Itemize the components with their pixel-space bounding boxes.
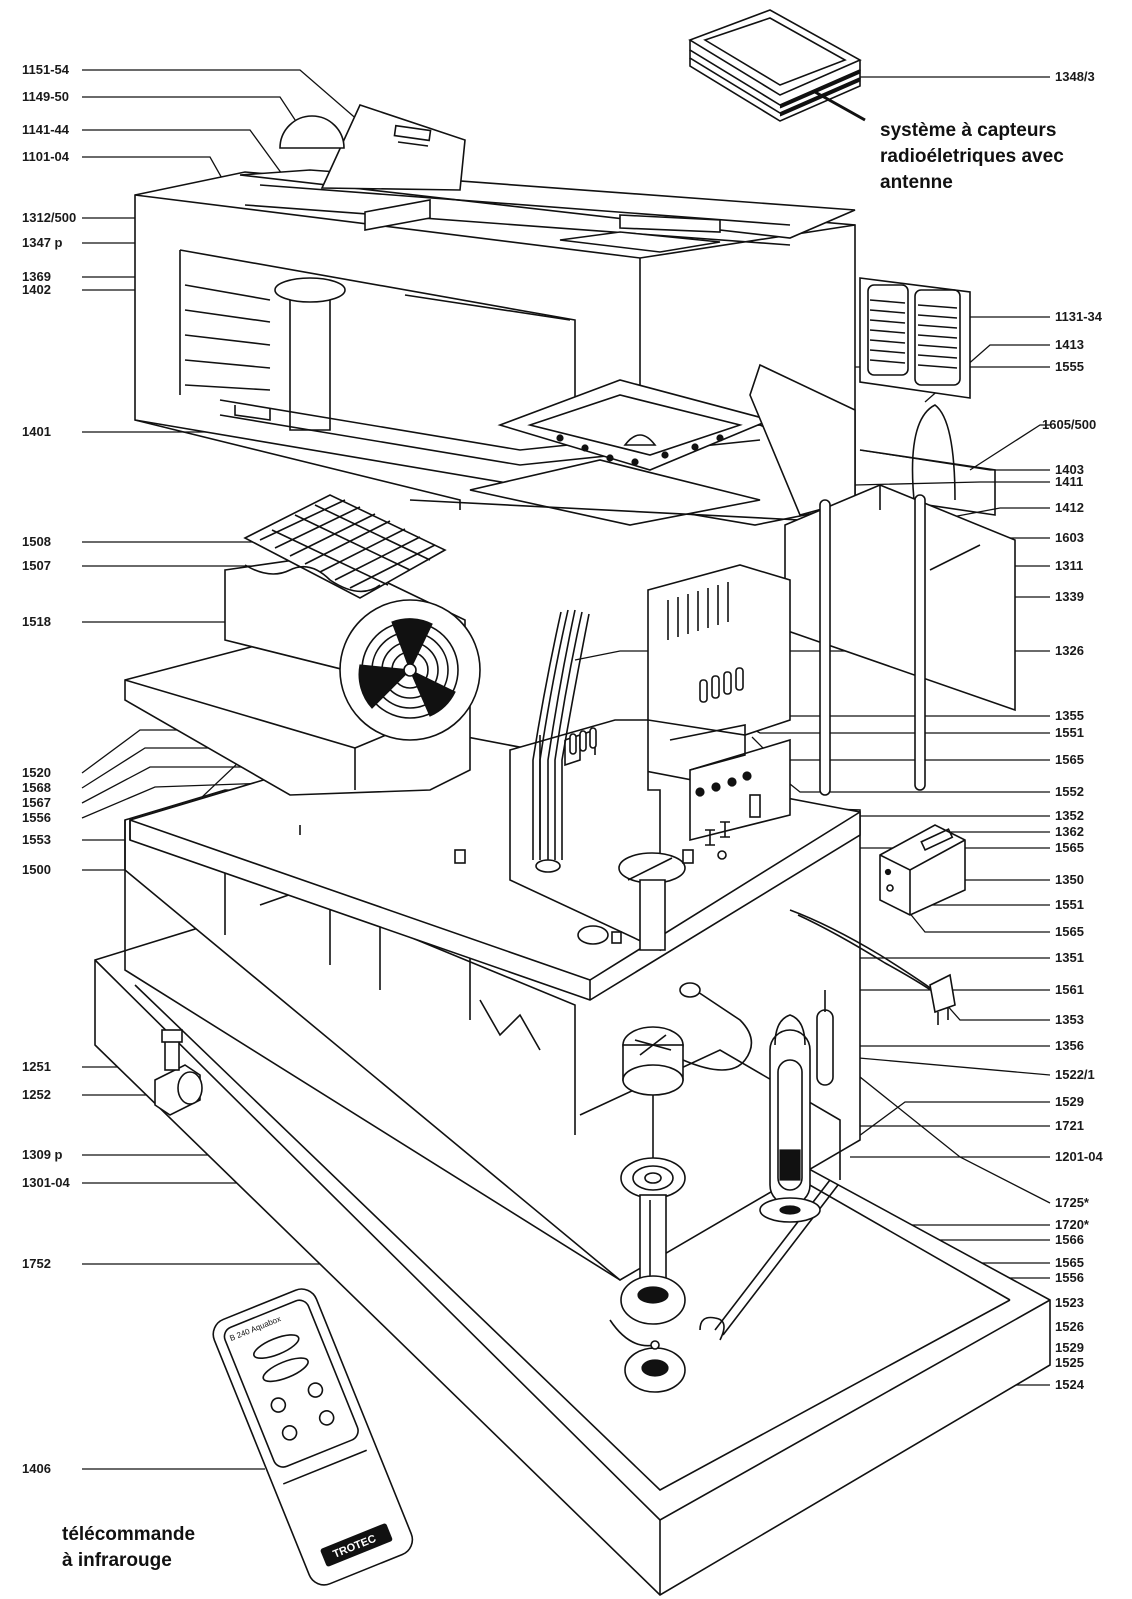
label-1411: 1411 (1055, 474, 1083, 489)
label-1353: 1353 (1055, 1012, 1084, 1027)
label-1565-b: 1565 (1055, 840, 1084, 855)
label-1351: 1351 (1055, 950, 1084, 965)
label-1720: 1720* (1055, 1217, 1090, 1232)
label-1413: 1413 (1055, 337, 1084, 352)
label-1311: 1311 (1055, 558, 1083, 573)
sensor-caption-line3: antenne (880, 172, 953, 193)
label-1326: 1326 (1055, 643, 1084, 658)
sensor-caption-line2: radioéletriques avec (880, 146, 1064, 167)
label-1500: 1500 (22, 862, 51, 877)
captions: système à capteurs radioéletriques avec … (62, 120, 1064, 1571)
label-1529-a: 1529 (1055, 1094, 1084, 1109)
label-1406: 1406 (22, 1461, 51, 1476)
label-1565-d: 1565 (1055, 1255, 1084, 1270)
middle-deck (129, 719, 861, 1001)
label-1301-04: 1301-04 (22, 1175, 70, 1190)
part-labels-right: 1348/3 1131-34 1413 1555 1605/500 1403 1… (1042, 69, 1103, 1392)
label-1352: 1352 (1055, 808, 1084, 823)
label-1201-04: 1201-04 (1055, 1149, 1103, 1164)
top-lid (239, 104, 856, 253)
label-1403: 1403 (1055, 462, 1084, 477)
part-labels-left: 1151-54 1149-50 1141-44 1101-04 1312/500… (22, 62, 76, 1476)
remote-caption-line2: à infrarouge (62, 1550, 172, 1571)
remote-control: B 240 Aquabox TROTEC (212, 1288, 414, 1586)
label-1151-54: 1151-54 (22, 62, 70, 77)
label-1252: 1252 (22, 1087, 51, 1102)
label-1369: 1369 (22, 269, 51, 284)
label-1520: 1520 (22, 765, 51, 780)
sensor-caption-line1: système à capteurs (880, 120, 1056, 141)
label-1561: 1561 (1055, 982, 1084, 997)
label-1524: 1524 (1055, 1377, 1085, 1392)
label-1348-3: 1348/3 (1055, 69, 1095, 84)
label-1752: 1752 (22, 1256, 51, 1271)
label-1355: 1355 (1055, 708, 1084, 723)
label-1309p: 1309 p (22, 1147, 63, 1162)
label-1251: 1251 (22, 1059, 51, 1074)
label-1350: 1350 (1055, 872, 1084, 887)
label-1568: 1568 (22, 780, 51, 795)
label-1553: 1553 (22, 832, 51, 847)
right-side-parts (569, 277, 1016, 1025)
label-1556: 1556 (22, 810, 51, 825)
label-1567: 1567 (22, 795, 51, 810)
label-1507: 1507 (22, 558, 51, 573)
label-1131-34: 1131-34 (1055, 309, 1103, 324)
label-1523: 1523 (1055, 1295, 1084, 1310)
label-1149-50: 1149-50 (22, 89, 69, 104)
label-1556-b: 1556 (1055, 1270, 1084, 1285)
label-1551: 1551 (1055, 725, 1084, 740)
pump-assembly (609, 982, 839, 1393)
label-1565-a: 1565 (1055, 752, 1084, 767)
label-1347p: 1347 p (22, 235, 63, 250)
label-1362: 1362 (1055, 824, 1084, 839)
label-1141-44: 1141-44 (22, 122, 70, 137)
label-1402: 1402 (22, 282, 51, 297)
label-1555: 1555 (1055, 359, 1084, 374)
label-1101-04: 1101-04 (22, 149, 70, 164)
sensor-stack (688, 9, 866, 122)
label-1605-500: 1605/500 (1042, 417, 1096, 432)
cable-bundle (532, 609, 590, 873)
label-1525: 1525 (1055, 1355, 1084, 1370)
label-1356: 1356 (1055, 1038, 1084, 1053)
label-1508: 1508 (22, 534, 51, 549)
label-1401: 1401 (22, 424, 51, 439)
label-1518: 1518 (22, 614, 51, 629)
remote-caption-line1: télécommande (62, 1524, 195, 1545)
label-1312-500: 1312/500 (22, 210, 76, 225)
label-1412: 1412 (1055, 500, 1084, 515)
label-1339: 1339 (1055, 589, 1084, 604)
label-1721: 1721 (1055, 1118, 1084, 1133)
label-1603: 1603 (1055, 530, 1084, 545)
label-1565-c: 1565 (1055, 924, 1084, 939)
label-1551-b: 1551 (1055, 897, 1084, 912)
label-1566: 1566 (1055, 1232, 1084, 1247)
label-1526: 1526 (1055, 1319, 1084, 1334)
label-1522-1: 1522/1 (1055, 1067, 1095, 1082)
fan-assembly (124, 554, 481, 796)
label-1552: 1552 (1055, 784, 1084, 799)
drain-valve (154, 1029, 203, 1116)
label-1725: 1725* (1055, 1195, 1090, 1210)
label-1529-b: 1529 (1055, 1340, 1084, 1355)
filter-grid (243, 494, 447, 599)
